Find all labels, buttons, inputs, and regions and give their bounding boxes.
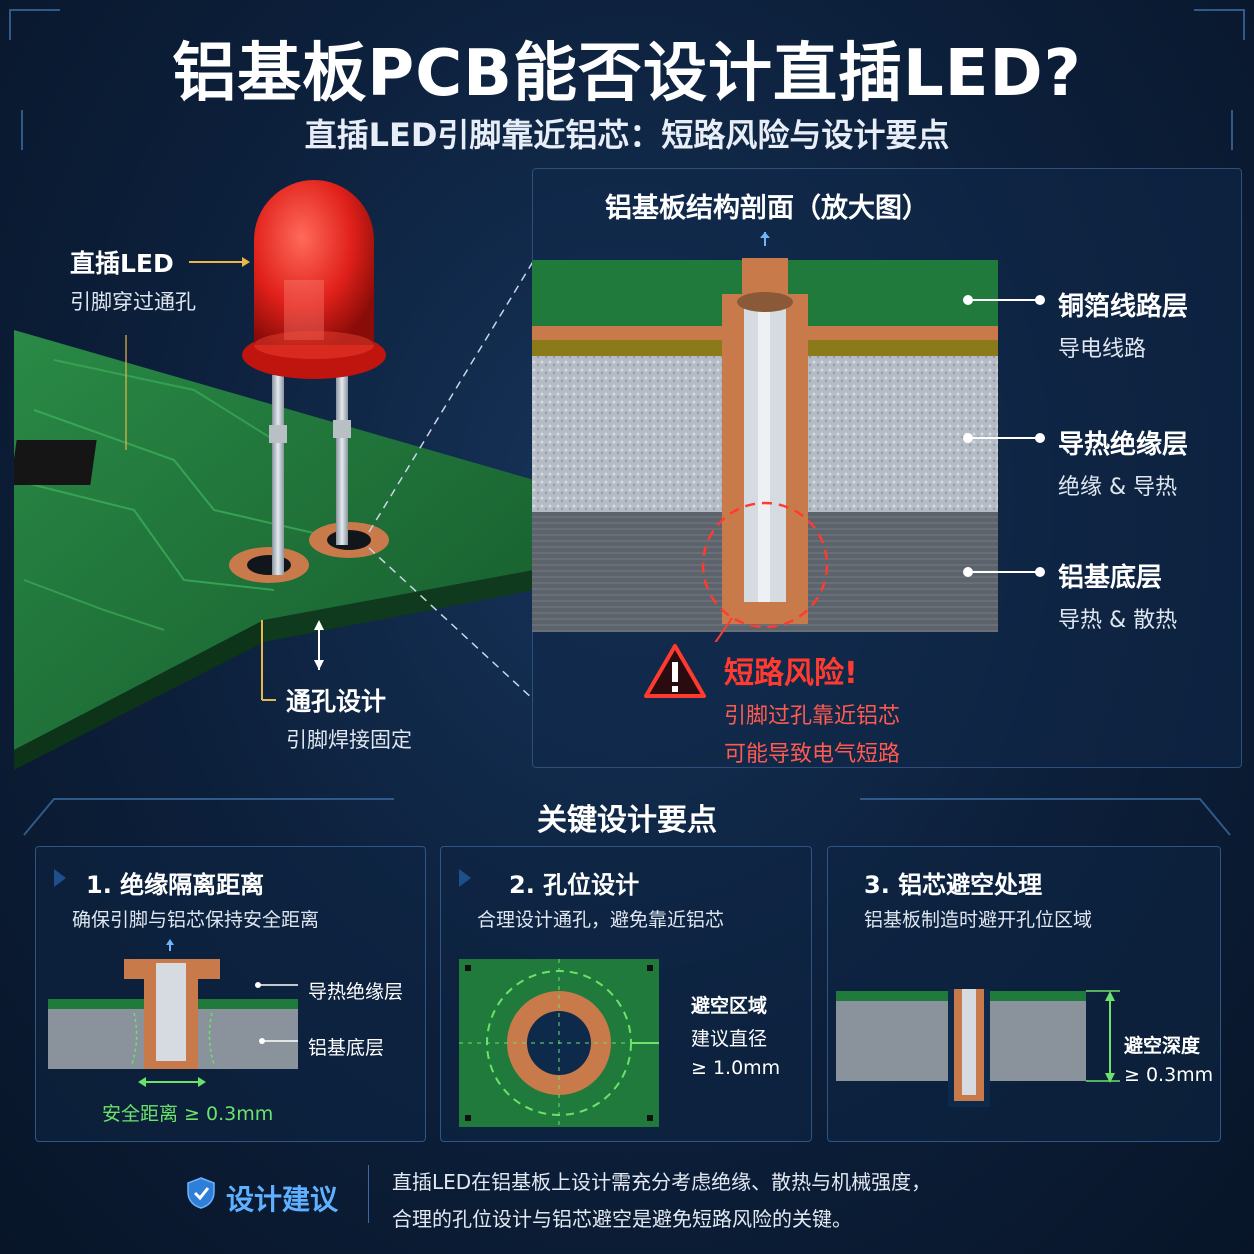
card-3-label-value: ≥ 0.3mm — [1124, 1064, 1214, 1086]
chevron-right-icon — [54, 869, 66, 887]
layer-aluminum-sub: 导热 & 散热 — [1058, 608, 1178, 633]
layer-insulation-title: 导热绝缘层 — [1058, 430, 1189, 460]
key-points-title: 关键设计要点 — [537, 803, 717, 838]
layer-insulation-sub: 绝缘 & 导热 — [1058, 475, 1178, 500]
led-callout-sub: 引脚穿过通孔 — [70, 290, 196, 314]
footer-line-2: 合理的孔位设计与铝芯避空是避免短路风险的关键。 — [392, 1207, 852, 1231]
card-2-label-diameter: 建议直径 — [691, 1028, 768, 1050]
layer-leader-lines — [963, 295, 1045, 577]
card-3-diagram — [836, 989, 1120, 1107]
card-2-diagram — [459, 959, 659, 1127]
ic-chip — [10, 440, 97, 485]
layer-aluminum-title: 铝基底层 — [1058, 563, 1163, 593]
footer-line-1: 直插LED在铝基板上设计需充分考虑绝缘、散热与机械强度， — [392, 1170, 932, 1194]
pcb-illustration — [10, 180, 535, 770]
main-subtitle: 直插LED引脚靠近铝芯：短路风险与设计要点 — [304, 116, 950, 154]
risk-line-1: 引脚过孔靠近铝芯 — [724, 704, 901, 729]
warning-icon — [644, 644, 706, 698]
card-1-label-aluminum: 铝基底层 — [308, 1037, 385, 1059]
card-insulation-distance: 1. 绝缘隔离距离 确保引脚与铝芯保持安全距离 导热绝缘层 铝基底层 安全距离 … — [35, 846, 426, 1142]
card-2-label-clearance: 避空区域 — [691, 995, 768, 1017]
main-title: 铝基板PCB能否设计直插LED? — [172, 37, 1082, 111]
led-dome — [254, 180, 374, 345]
card-1-diagram — [48, 939, 298, 1087]
via-callout-title: 通孔设计 — [286, 687, 387, 716]
layer-copper-title: 铜箔线路层 — [1058, 292, 1189, 322]
footer-text: 直插LED在铝基板上设计需充分考虑绝缘、散热与机械强度， 合理的孔位设计与铝芯避… — [392, 1166, 1232, 1232]
layer-aluminum-label: 铝基底层 导热 & 散热 — [1058, 557, 1177, 634]
footer-title: 设计建议 — [226, 1183, 339, 1216]
led-callout-title: 直插LED — [70, 249, 174, 278]
led-pcb-photo: 直插LED 引脚穿过通孔 通孔设计 引脚焊接固定 — [10, 160, 535, 770]
card-1-title: 1. 绝缘隔离距离 — [86, 871, 265, 899]
cross-section-diagram — [532, 232, 998, 642]
card-aluminum-clearance: 3. 铝芯避空处理 铝基板制造时避开孔位区域 避空深度 ≥ 0.3mm — [827, 846, 1221, 1142]
led-pin-right — [336, 375, 348, 545]
card-2-label-value: ≥ 1.0mm — [691, 1057, 781, 1079]
layer-copper-sub: 导电线路 — [1058, 337, 1147, 362]
risk-line-2: 可能导致电气短路 — [724, 742, 901, 767]
led-pin-left — [272, 375, 284, 575]
card-hole-design: 2. 孔位设计 合理设计通孔，避免靠近铝芯 避空区域 建议直径 ≥ 1.0mm — [440, 846, 812, 1142]
card-3-sub: 铝基板制造时避开孔位区域 — [864, 909, 1093, 931]
footer-divider — [368, 1165, 369, 1223]
chevron-right-icon — [459, 869, 471, 887]
card-1-sub: 确保引脚与铝芯保持安全距离 — [72, 909, 320, 931]
via-callout: 通孔设计 引脚焊接固定 — [286, 682, 412, 754]
card-3-label-depth: 避空深度 — [1124, 1035, 1201, 1057]
via-callout-sub: 引脚焊接固定 — [286, 728, 412, 752]
key-points-frame — [23, 798, 1231, 836]
card-1-safe-distance: 安全距离 ≥ 0.3mm — [102, 1103, 274, 1125]
layer-insulation-label: 导热绝缘层 绝缘 & 导热 — [1058, 424, 1188, 501]
risk-circle — [701, 501, 829, 629]
risk-warning: 短路风险! 引脚过孔靠近铝芯 可能导致电气短路 — [724, 648, 900, 768]
card-2-sub: 合理设计通孔，避免靠近铝芯 — [477, 909, 725, 931]
card-2-labels: 避空区域 建议直径 ≥ 1.0mm — [691, 991, 780, 1079]
card-3-labels: 避空深度 ≥ 0.3mm — [1124, 1031, 1213, 1086]
risk-title: 短路风险! — [724, 656, 858, 691]
card-3-title: 3. 铝芯避空处理 — [864, 871, 1043, 899]
led-callout: 直插LED 引脚穿过通孔 — [70, 244, 196, 316]
layer-copper-label: 铜箔线路层 导电线路 — [1058, 286, 1188, 363]
card-1-label-insulation: 导热绝缘层 — [308, 981, 404, 1003]
card-2-title: 2. 孔位设计 — [509, 871, 640, 899]
cross-section-title: 铝基板结构剖面（放大图） — [605, 193, 929, 224]
shield-icon — [187, 1177, 215, 1209]
